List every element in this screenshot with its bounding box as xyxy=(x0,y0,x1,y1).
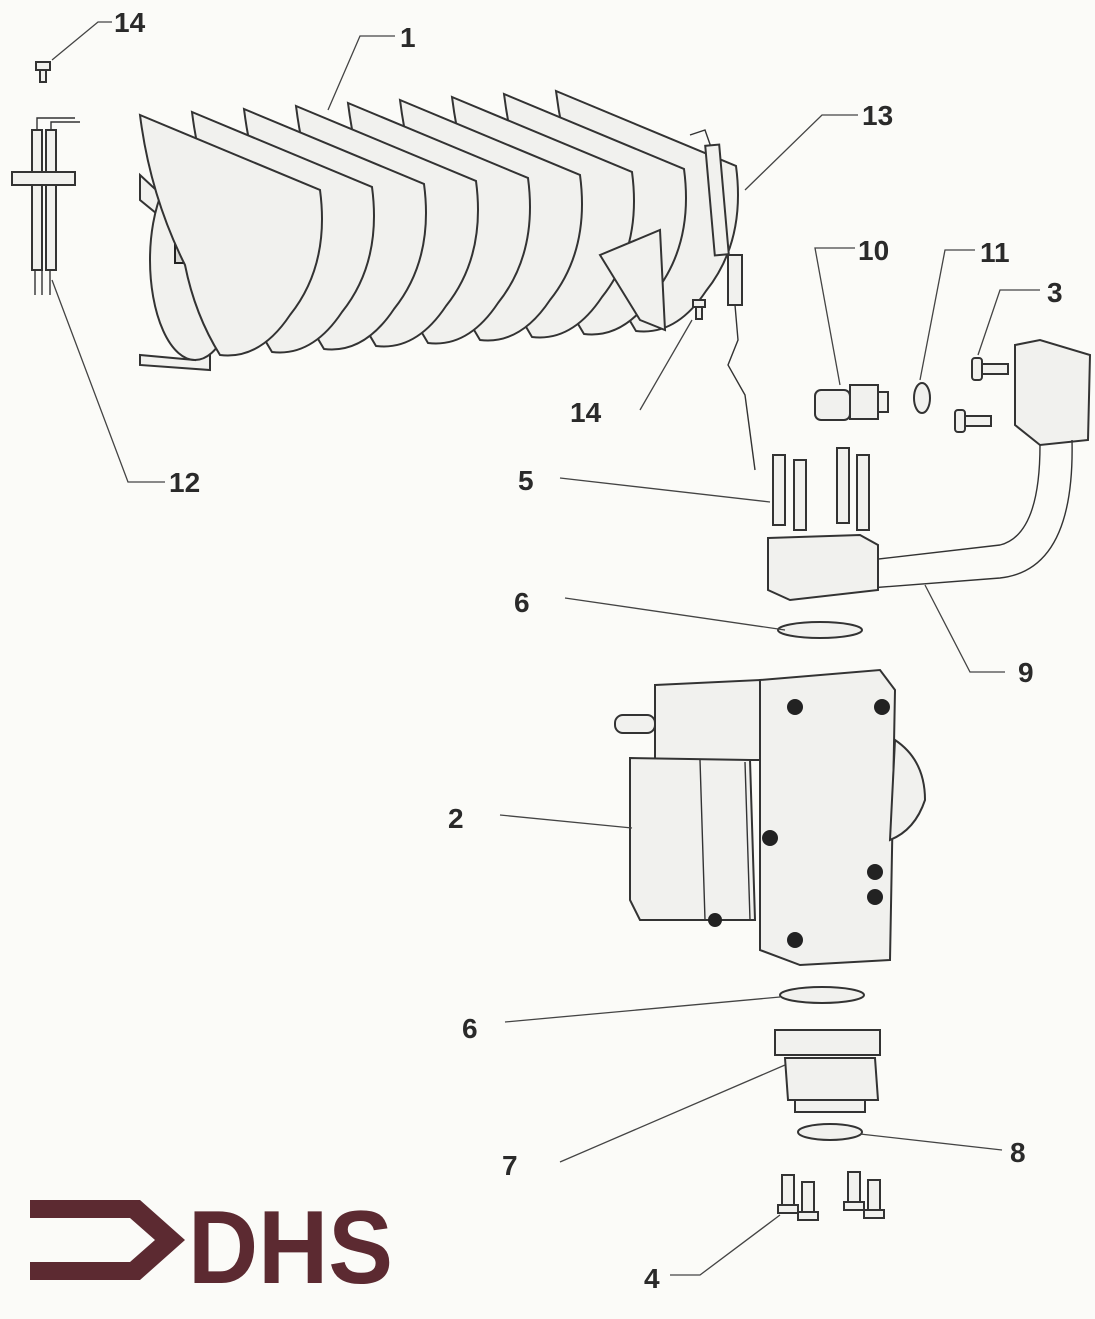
callout-6: 6 xyxy=(514,587,530,618)
callout-2: 2 xyxy=(448,803,464,834)
washer-8 xyxy=(797,1123,863,1141)
gas-pipe xyxy=(767,338,1092,602)
screws-4 xyxy=(777,1171,885,1221)
screw-14b xyxy=(692,299,706,320)
callout-11: 11 xyxy=(980,237,1010,268)
burner-assembly xyxy=(138,89,739,372)
inlet-adapter xyxy=(774,1029,881,1113)
washer-11 xyxy=(913,382,931,414)
callout-8: 8 xyxy=(1010,1137,1026,1168)
callout-10: 10 xyxy=(858,235,889,266)
leader-lines xyxy=(51,21,1040,1276)
burner-fin xyxy=(138,113,323,357)
o-ring-6b xyxy=(779,986,865,1004)
callout-13: 13 xyxy=(862,100,893,131)
dhs-logo: DHS xyxy=(30,1190,393,1306)
callout-labels: 14 1 13 10 11 3 14 12 5 6 9 2 6 7 8 4 xyxy=(114,7,1063,1294)
o-ring-6 xyxy=(777,621,863,639)
callout-7: 7 xyxy=(502,1150,518,1181)
callout-1: 1 xyxy=(400,22,416,53)
bolts-5 xyxy=(772,447,870,531)
callout-12: 12 xyxy=(169,467,200,498)
callout-4: 4 xyxy=(644,1263,660,1294)
screw-14 xyxy=(35,61,51,83)
screws-3 xyxy=(954,357,1009,433)
ignition-electrode xyxy=(11,117,80,295)
callout-5: 5 xyxy=(518,465,534,496)
callout-3: 3 xyxy=(1047,277,1063,308)
logo-text: DHS xyxy=(188,1190,393,1306)
callout-14b: 14 xyxy=(570,397,602,428)
flame-sensor xyxy=(689,129,756,471)
callout-14: 14 xyxy=(114,7,146,38)
callout-6b: 6 xyxy=(462,1013,478,1044)
gas-valve xyxy=(614,668,927,967)
callout-9: 9 xyxy=(1018,657,1034,688)
gas-fitting xyxy=(814,384,889,421)
